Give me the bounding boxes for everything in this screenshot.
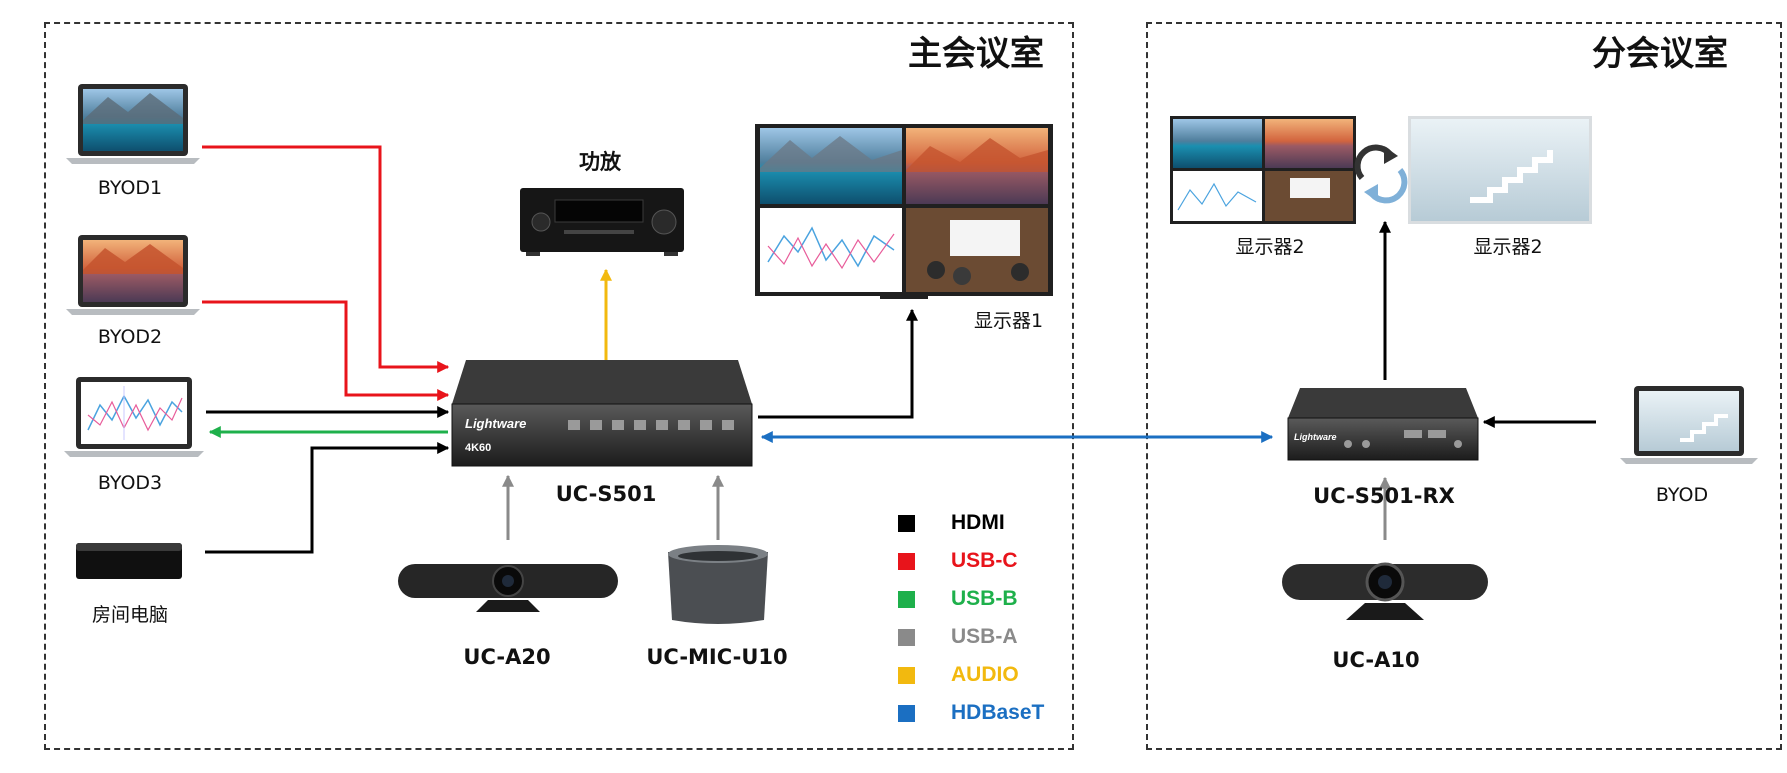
- legend-label-usb-c: USB-C: [951, 549, 1018, 572]
- display1-icon: [755, 124, 1053, 299]
- display2-right-icon: [1408, 116, 1592, 224]
- legend-label-usb-a: USB-A: [951, 625, 1018, 648]
- legend-label-hdbaset: HDBaseT: [951, 701, 1045, 724]
- label-byod2: BYOD2: [97, 326, 163, 348]
- legend-swatch-hdbaset: [898, 704, 915, 722]
- laptop-byod1-icon: [66, 84, 200, 164]
- switcher-brand-text: Lightware: [465, 416, 526, 431]
- label-camera-a20: UC-A20: [463, 645, 551, 669]
- label-byod3: BYOD3: [97, 472, 163, 494]
- legend-item-usb-c: USB-C: [898, 542, 1044, 580]
- switcher-resolution-text: 4K60: [465, 442, 491, 454]
- branch-room-title: 分会议室: [1592, 34, 1728, 74]
- usbc-link-byod1: [202, 145, 450, 373]
- label-receiver: UC-S501-RX: [1313, 484, 1455, 508]
- legend-item-audio: AUDIO: [898, 656, 1044, 694]
- legend-swatch-hdmi: [898, 514, 915, 532]
- label-byod-branch: BYOD: [1655, 484, 1709, 506]
- display2-left-icon: [1170, 116, 1356, 224]
- usbc-link-byod2: [202, 300, 450, 401]
- switcher-uc-s501-icon: Lightware 4K60: [451, 360, 753, 467]
- label-byod1: BYOD1: [97, 177, 163, 199]
- label-display2-left: 显示器2: [1235, 236, 1305, 258]
- camera-uc-a20-icon: [398, 564, 618, 612]
- branch-room-region: [1146, 22, 1782, 750]
- label-mic-u10: UC-MIC-U10: [646, 645, 788, 669]
- hdmi-link-display1: [758, 308, 918, 419]
- hdmi-link-room-pc: [205, 442, 450, 554]
- main-room-title: 主会议室: [908, 34, 1044, 74]
- legend-label-hdmi: HDMI: [951, 511, 1005, 534]
- laptop-byod2-icon: [66, 235, 200, 315]
- legend-item-hdmi: HDMI: [898, 504, 1044, 542]
- label-switcher: UC-S501: [555, 482, 657, 506]
- switch-view-icon: [1354, 144, 1408, 204]
- label-camera-a10: UC-A10: [1332, 648, 1420, 672]
- laptop-byod3-icon: [64, 377, 204, 457]
- legend-swatch-audio: [898, 666, 915, 684]
- label-display2-right: 显示器2: [1473, 236, 1543, 258]
- legend-swatch-usb-c: [898, 552, 915, 570]
- legend-item-hdbaset: HDBaseT: [898, 694, 1044, 732]
- label-display1: 显示器1: [974, 310, 1044, 332]
- receiver-uc-s501-rx-icon: Lightware: [1287, 388, 1479, 461]
- legend-item-usb-b: USB-B: [898, 580, 1044, 618]
- legend-swatch-usb-a: [898, 628, 915, 646]
- legend-swatch-usb-b: [898, 590, 915, 608]
- label-amplifier: 功放: [579, 150, 621, 174]
- legend-label-audio: AUDIO: [951, 663, 1019, 686]
- legend-item-usb-a: USB-A: [898, 618, 1044, 656]
- legend-label-usb-b: USB-B: [951, 587, 1018, 610]
- mic-uc-mic-u10-icon: [668, 545, 768, 624]
- label-room-pc: 房间电脑: [91, 604, 169, 626]
- main-room-region: [44, 22, 1074, 750]
- receiver-brand-text: Lightware: [1294, 432, 1337, 442]
- legend: HDMI USB-C USB-B USB-A AUDIO HDBaseT: [898, 504, 1044, 732]
- laptop-byod-branch-icon: [1620, 386, 1758, 464]
- amplifier-icon: [520, 188, 684, 256]
- camera-uc-a10-icon: [1282, 562, 1488, 620]
- room-pc-icon: [76, 543, 182, 579]
